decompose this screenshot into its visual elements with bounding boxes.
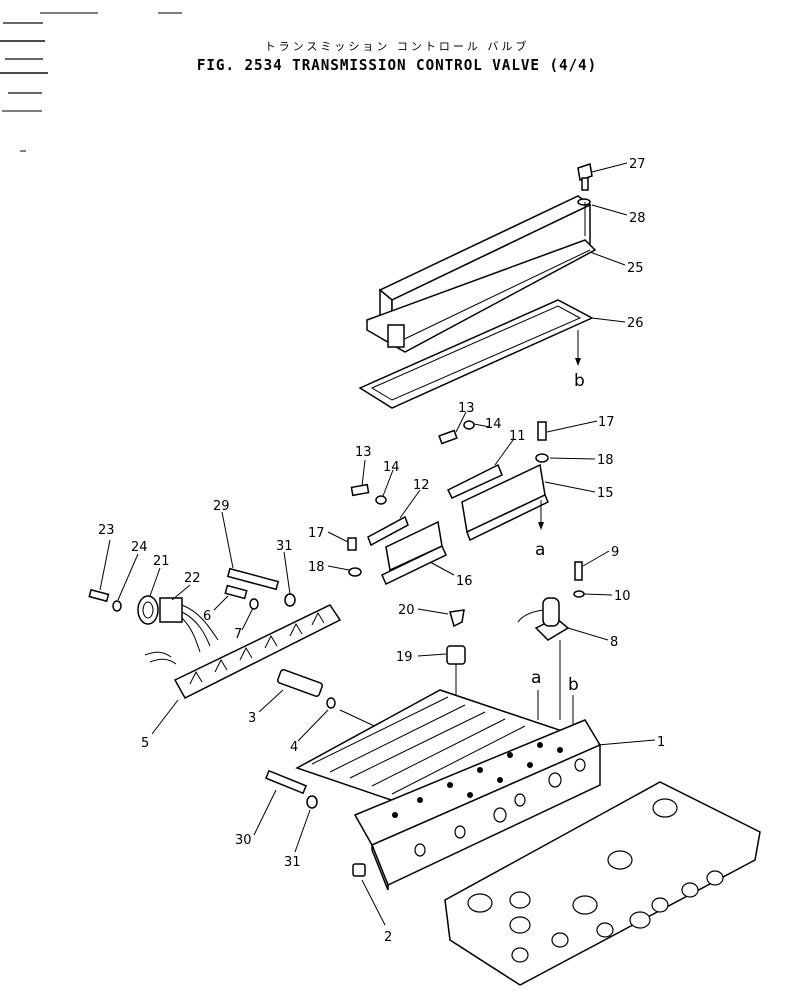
callout-1: 1 — [657, 735, 665, 750]
callout-24: 24 — [131, 540, 148, 555]
washer-part-31-top — [284, 593, 296, 607]
callout-31-upper: 31 — [276, 539, 293, 554]
figure-title: FIG. 2534 TRANSMISSION CONTROL VALVE (4/… — [196, 56, 598, 74]
callout-28: 28 — [629, 211, 646, 226]
callout-25: 25 — [627, 261, 644, 276]
washer-part-14 — [375, 420, 475, 505]
washer-part-31-bottom — [306, 795, 318, 809]
callout-26: 26 — [627, 316, 644, 331]
washer-part-18 — [348, 453, 549, 577]
callout-27: 27 — [629, 157, 646, 172]
bracket-part-5 — [173, 604, 342, 699]
figure-subtitle: トランスミッション コントロール バルブ — [264, 40, 530, 53]
plate-part-11 — [446, 463, 503, 499]
callout-6: 6 — [203, 609, 211, 624]
harness-part-22 — [144, 597, 219, 665]
plate-part-12 — [367, 515, 409, 547]
cover-part-25 — [366, 195, 597, 353]
valve-part-3 — [277, 668, 323, 698]
plug-part-2 — [352, 863, 366, 877]
bolt-part-17 — [347, 421, 547, 551]
callout-20: 20 — [398, 603, 415, 618]
callout-11: 11 — [509, 429, 526, 444]
callout-18-right: 18 — [597, 453, 614, 468]
callout-30: 30 — [235, 833, 252, 848]
plug-part-20 — [449, 609, 465, 628]
valve-body-side-holes — [414, 758, 586, 857]
callout-15: 15 — [597, 486, 614, 501]
bolt-part-23 — [88, 588, 110, 603]
callout-31-lower: 31 — [284, 855, 301, 870]
connector-part-21 — [137, 595, 159, 625]
callout-12: 12 — [413, 478, 430, 493]
washer-part-24 — [112, 600, 122, 612]
bolt-part-27 — [577, 163, 593, 191]
callout-22: 22 — [184, 571, 201, 586]
washer-part-28 — [577, 198, 591, 206]
valve-body-part-1 — [295, 689, 602, 891]
arrow-a-top — [538, 522, 544, 530]
leader-lines — [99, 162, 656, 926]
callout-18-left: 18 — [308, 560, 325, 575]
plate-part-16 — [381, 520, 447, 586]
solenoid-part-8 — [517, 597, 570, 641]
callout-19: 19 — [396, 650, 413, 665]
arrow-b-top — [575, 358, 581, 366]
callout-5: 5 — [141, 736, 149, 751]
bolt-part-13 — [350, 429, 458, 497]
ref-b-top: b — [574, 371, 585, 391]
callout-labels: 27 28 25 26 b 13 14 11 17 18 15 a 13 14 … — [98, 157, 665, 945]
callout-21: 21 — [153, 554, 170, 569]
bolt-part-30 — [264, 769, 308, 795]
ref-a-top: a — [535, 540, 545, 560]
callout-23: 23 — [98, 523, 115, 538]
washer-part-7 — [249, 598, 259, 610]
plate-part-15 — [461, 463, 549, 542]
callout-7: 7 — [234, 627, 242, 642]
bolt-part-29 — [226, 567, 280, 591]
scan-artifacts — [0, 12, 182, 152]
bolt-part-6 — [224, 584, 248, 600]
callout-8: 8 — [610, 635, 618, 650]
bolt-part-9 — [574, 561, 583, 581]
callout-17-left: 17 — [308, 526, 325, 541]
washer-part-10 — [573, 590, 585, 598]
ref-a-body: a — [531, 668, 541, 688]
callout-17-right: 17 — [598, 415, 615, 430]
callout-14-upper: 14 — [485, 417, 502, 432]
callout-13-upper: 13 — [458, 401, 475, 416]
o-ring-part-4 — [326, 697, 336, 709]
callout-9: 9 — [611, 545, 619, 560]
ref-b-body: b — [568, 675, 579, 695]
valve-body-holes — [392, 742, 563, 818]
callout-3: 3 — [248, 711, 256, 726]
callout-13-lower: 13 — [355, 445, 372, 460]
callout-29: 29 — [213, 499, 230, 514]
callout-2: 2 — [384, 930, 392, 945]
callout-10: 10 — [614, 589, 631, 604]
base-plate — [444, 781, 761, 986]
callout-4: 4 — [290, 740, 298, 755]
callout-16: 16 — [456, 574, 473, 589]
callout-14-lower: 14 — [383, 460, 400, 475]
